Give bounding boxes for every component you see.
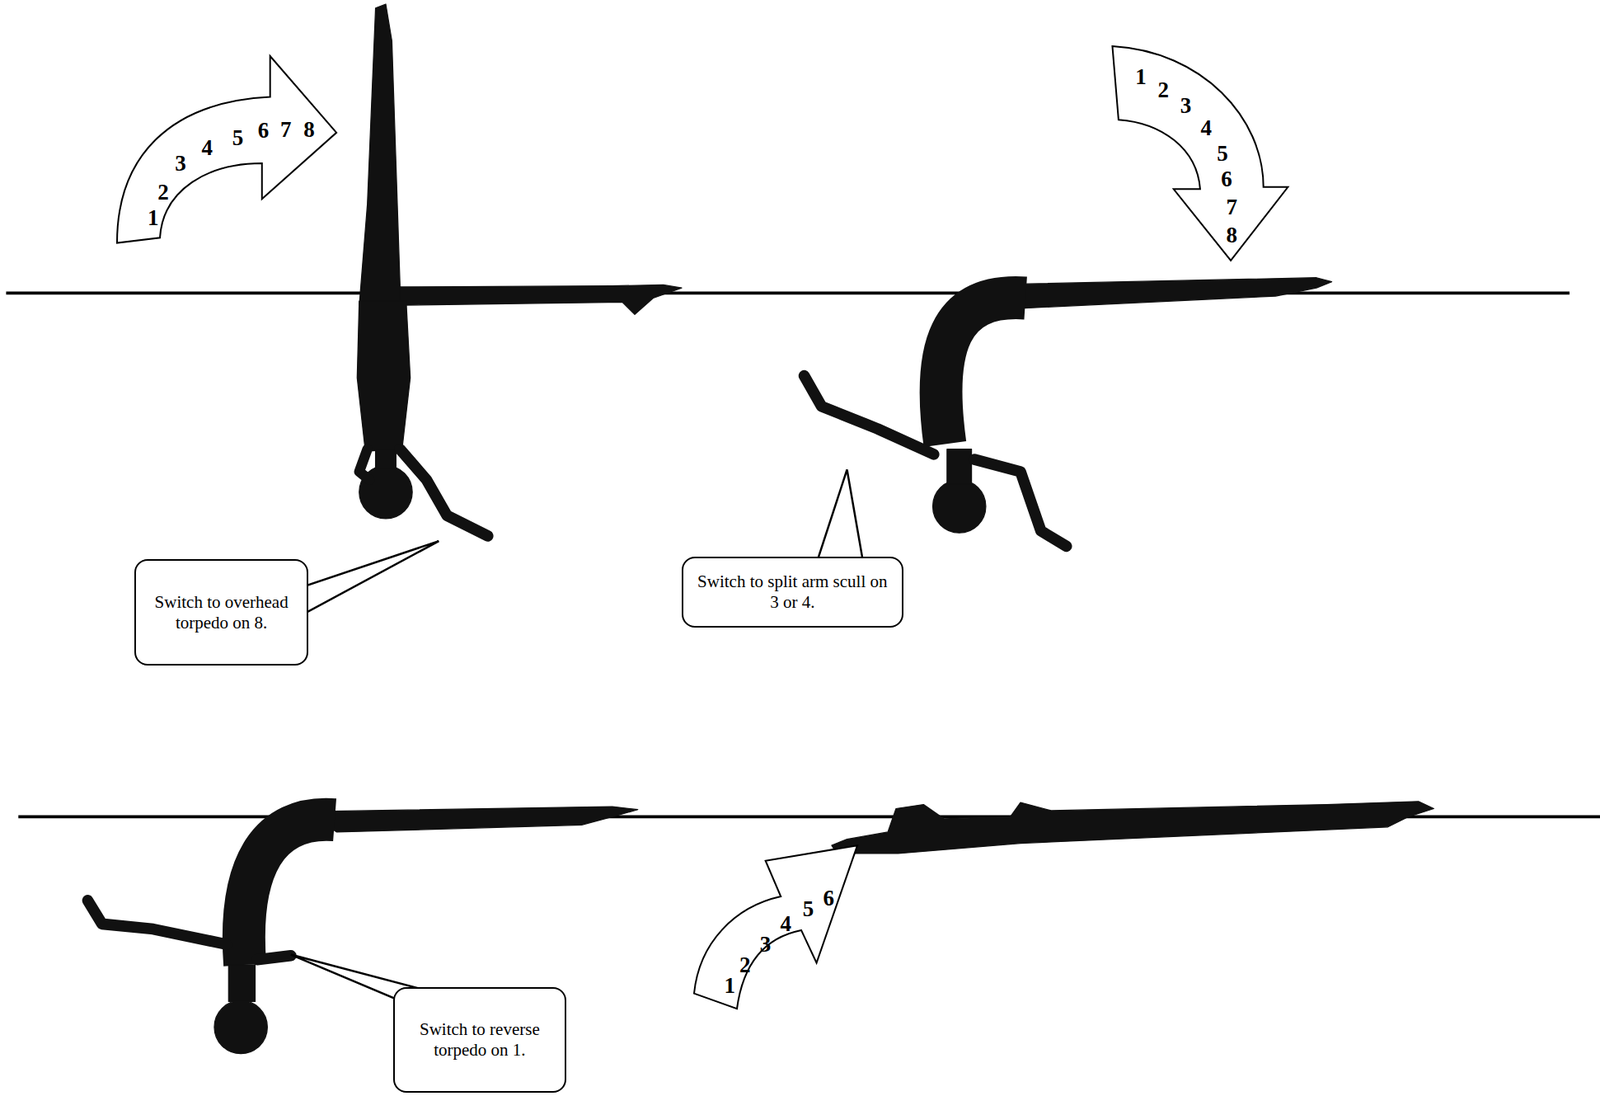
count-number: 7: [280, 118, 292, 141]
count-number: 6: [258, 119, 270, 142]
callout-pointer: [816, 469, 864, 564]
callout-box: Switch to split arm scull on 3 or 4.: [681, 556, 904, 629]
count-arrow: 123456: [694, 839, 858, 1012]
count-number: 6: [1220, 167, 1233, 190]
callout-box: Switch to overhead torpedo on 8.: [134, 558, 308, 666]
count-number: 4: [779, 912, 792, 935]
count-number: 8: [1226, 223, 1239, 246]
callout-text: Switch to split arm scull on 3 or 4.: [691, 571, 894, 613]
count-number: 4: [1201, 116, 1213, 139]
swimmer-figure: [356, 4, 682, 536]
arrow-shape: [694, 844, 858, 1009]
count-arrow: 1 2345678: [117, 56, 337, 245]
count-number: 8: [303, 118, 315, 141]
count-number: 5: [1216, 141, 1229, 165]
count-number: 3: [1180, 93, 1192, 117]
callout-box: Switch to reverse torpedo on 1.: [393, 986, 567, 1093]
arrow-shape: [117, 56, 337, 244]
arrow-shape: [1112, 46, 1288, 261]
swimmer-figure: [831, 801, 1434, 854]
count-number: 2: [739, 952, 751, 976]
callout-text: Switch to reverse torpedo on 1.: [403, 1018, 557, 1061]
arrow-outline: [694, 839, 858, 1012]
count-number: 1: [147, 206, 160, 229]
water-line: [5, 290, 1570, 295]
count-number: 5: [802, 896, 815, 920]
count-number: 2: [157, 180, 169, 203]
count-number: 4: [201, 136, 214, 160]
count-number: 2: [1158, 78, 1170, 101]
count-arrow: 123456 7 8: [1110, 46, 1290, 263]
count-number: 7: [1226, 196, 1239, 219]
count-number: 1: [1135, 65, 1147, 88]
swimmer-figure: [804, 277, 1333, 547]
callout-text: Switch to overhead torpedo on 8.: [144, 591, 298, 634]
callout-pointer: [301, 540, 439, 613]
count-number: 5: [232, 126, 244, 150]
count-number: 3: [174, 152, 187, 175]
count-number: 1: [723, 973, 736, 996]
count-number: 3: [760, 933, 772, 956]
count-number: 6: [822, 886, 835, 910]
